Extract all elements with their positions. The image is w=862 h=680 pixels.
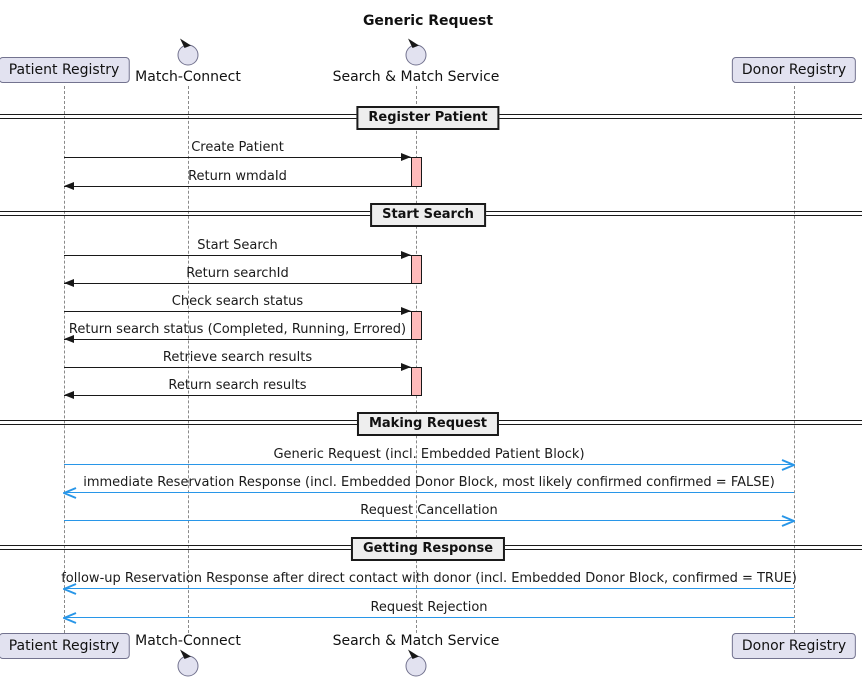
- lifeline-search-match-service: [416, 86, 417, 633]
- divider-getting-response: Getting Response: [350, 537, 506, 561]
- lifeline-donor-registry: [794, 86, 795, 633]
- message-line: [64, 283, 411, 284]
- activation-bar: [411, 367, 422, 396]
- participant-donor-registry-bottom: Donor Registry: [731, 633, 857, 659]
- activation-bar: [411, 311, 422, 340]
- message-line: [64, 255, 411, 256]
- message-label: Return wmdaId: [188, 169, 287, 184]
- lifeline-patient-registry: [64, 86, 65, 633]
- message-label: follow-up Reservation Response after dir…: [61, 571, 797, 586]
- participant-search-match-service-top: Search & Match Service: [332, 69, 500, 85]
- arrowhead-icon: [401, 307, 411, 315]
- arrowhead-icon: [401, 251, 411, 259]
- message-line: [64, 588, 794, 589]
- arrowhead-icon: [401, 153, 411, 161]
- arrowhead-icon: [781, 459, 795, 471]
- arrowhead-icon: [64, 391, 74, 399]
- message-line: [64, 464, 794, 465]
- arrowhead-icon: [781, 515, 795, 527]
- message-label: Generic Request (incl. Embedded Patient …: [273, 447, 585, 462]
- message-label: Request Cancellation: [360, 503, 498, 518]
- message-label: Return search results: [168, 378, 307, 393]
- message-line: [64, 339, 411, 340]
- message-line: [64, 492, 794, 493]
- control-icon: [175, 37, 201, 71]
- message-line: [64, 617, 794, 618]
- arrowhead-icon: [64, 335, 74, 343]
- arrowhead-icon: [64, 182, 74, 190]
- participant-donor-registry-top: Donor Registry: [731, 57, 857, 83]
- message-line: [64, 367, 411, 368]
- message-label: Request Rejection: [370, 600, 488, 615]
- divider-making-request: Making Request: [356, 412, 500, 436]
- message-line: [64, 395, 411, 396]
- message-label: Return searchId: [186, 266, 289, 281]
- message-label: Retrieve search results: [162, 350, 313, 365]
- lifeline-match-connect: [188, 86, 189, 633]
- message-line: [64, 520, 794, 521]
- arrowhead-icon: [401, 363, 411, 371]
- participant-match-connect-top: Match-Connect: [135, 69, 241, 85]
- participant-patient-registry-bottom: Patient Registry: [0, 633, 130, 659]
- arrowhead-icon: [63, 583, 77, 595]
- participant-match-connect-bottom: Match-Connect: [135, 633, 241, 649]
- message-label: Create Patient: [191, 140, 284, 155]
- control-icon: [175, 648, 201, 680]
- message-line: [64, 186, 411, 187]
- message-label: Return search status (Completed, Running…: [68, 322, 407, 337]
- message-line: [64, 311, 411, 312]
- message-label: Check search status: [171, 294, 304, 309]
- arrowhead-icon: [63, 487, 77, 499]
- message-label: Start Search: [197, 238, 278, 253]
- activation-bar: [411, 255, 422, 284]
- message-label: immediate Reservation Response (incl. Em…: [83, 475, 775, 490]
- message-line: [64, 157, 411, 158]
- participant-patient-registry-top: Patient Registry: [0, 57, 130, 83]
- control-icon: [403, 37, 429, 71]
- arrowhead-icon: [64, 279, 74, 287]
- control-icon: [403, 648, 429, 680]
- arrowhead-icon: [63, 612, 77, 624]
- activation-bar: [411, 157, 422, 187]
- divider-start-search: Start Search: [370, 203, 486, 227]
- participant-search-match-service-bottom: Search & Match Service: [332, 633, 500, 649]
- diagram-title: Generic Request: [362, 13, 494, 29]
- divider-register-patient: Register Patient: [356, 106, 500, 130]
